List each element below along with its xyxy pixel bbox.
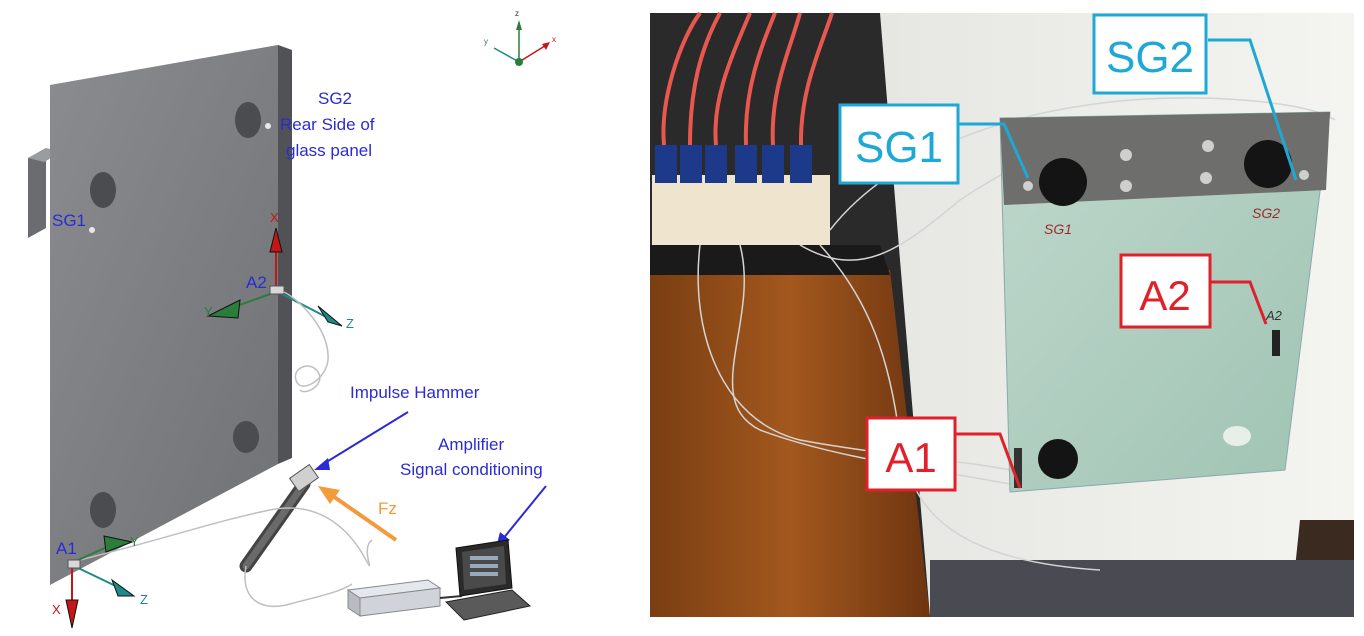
a1-callout: A1 — [865, 416, 957, 492]
sg2-callout-leader — [1208, 38, 1298, 181]
sg2-callout-text: SG2 — [1106, 33, 1194, 82]
knob — [1038, 439, 1078, 479]
knob — [1039, 158, 1087, 206]
handwritten-a2: A2 — [1265, 308, 1283, 323]
rear-side-label-line1: Rear Side of — [280, 115, 375, 134]
amplifier-box-icon — [346, 579, 442, 617]
glass-panel-side — [278, 45, 292, 464]
y-axis-arrow-icon — [103, 535, 134, 553]
z-axis-arrow-icon — [317, 305, 343, 327]
a1-callout-leader — [956, 432, 1022, 489]
a2-callout: A2 — [1119, 253, 1212, 329]
bolt — [1299, 170, 1309, 180]
force-arrowhead-icon — [318, 486, 340, 504]
panel-hole — [1223, 426, 1251, 446]
a1-callout-text: A1 — [885, 434, 936, 481]
a2-label: A2 — [246, 273, 267, 292]
a1-sensor — [1014, 448, 1022, 488]
a1-x-axis-label: X — [52, 602, 61, 617]
impulse-hammer-label: Impulse Hammer — [350, 383, 480, 402]
a2-callout-leader — [1210, 280, 1268, 325]
hammer-pointer-arrow — [319, 411, 409, 467]
accel-cable — [79, 507, 373, 567]
a2-x-axis-label: X — [270, 210, 279, 225]
triad-up-label: z — [515, 9, 519, 18]
knob — [1244, 140, 1292, 188]
triad-right-label: x — [552, 35, 556, 44]
a2-y-axis-label: Y — [204, 304, 213, 319]
sg1-sensor-dot — [89, 227, 95, 233]
red-cable — [688, 12, 722, 146]
sg2-callout: SG2 — [1092, 13, 1208, 95]
terminal-block — [652, 175, 830, 245]
connector-row — [655, 145, 812, 183]
amplifier-label-line1: Amplifier — [438, 435, 504, 454]
amplifier-label-line2: Signal conditioning — [400, 460, 543, 479]
bolt — [1120, 180, 1132, 192]
mount-hole — [90, 172, 116, 208]
bolt — [1023, 181, 1033, 191]
arrowhead-icon — [314, 458, 330, 470]
red-cable — [743, 12, 777, 146]
laptop-icon — [444, 539, 532, 621]
bolt — [1120, 149, 1132, 161]
mounting-bracket — [28, 148, 46, 238]
a1-z-axis-label: Z — [140, 592, 148, 607]
handwritten-sg2: SG2 — [1252, 205, 1280, 221]
sg2-label: SG2 — [318, 89, 352, 108]
a1-label: A1 — [56, 539, 77, 558]
force-arrow — [328, 492, 398, 542]
y-axis-arrow-icon — [206, 299, 241, 319]
amplifier-to-laptop-cable — [439, 595, 463, 599]
sg1-label: SG1 — [52, 211, 86, 230]
sg1-callout-text: SG1 — [855, 123, 943, 172]
red-cable — [661, 11, 702, 146]
triad-left-label: y — [484, 37, 488, 46]
bolt — [1202, 140, 1214, 152]
floor-strip — [930, 560, 1354, 617]
rear-side-label-line2: glass panel — [286, 141, 372, 160]
cad-diagram: SG2 Rear Side of glass panel SG1 X Y Z A… — [28, 9, 556, 629]
a2-axis-triad: X Y Z A2 — [204, 210, 354, 331]
photo-panel: SG1 SG2 A2 SG2 SG1 A2 A1 — [650, 11, 1354, 617]
amplifier-pointer-arrow — [501, 485, 547, 541]
a1-axis-triad: X Y Z A1 — [52, 534, 148, 629]
red-cable — [798, 12, 834, 146]
x-axis-arrow-icon — [65, 599, 79, 629]
mount-hole — [233, 421, 259, 453]
sg1-callout: SG1 — [838, 103, 960, 185]
handwritten-sg1: SG1 — [1044, 221, 1072, 237]
x-axis-arrow-icon — [269, 227, 283, 253]
cabinet-top-shadow — [650, 245, 890, 275]
mount-hole — [235, 102, 261, 138]
bolt — [1200, 172, 1212, 184]
impulse-hammer-icon — [239, 463, 320, 573]
mount-hole — [90, 492, 116, 528]
red-cable — [770, 12, 802, 146]
a2-callout-text: A2 — [1139, 272, 1190, 319]
a1-y-axis-label: Y — [130, 534, 139, 549]
sg2-sensor-dot — [265, 123, 271, 129]
z-axis-arrow-icon — [110, 578, 136, 597]
wooden-cabinet — [650, 270, 930, 617]
a2-sensor — [1272, 330, 1280, 356]
hammer-cable — [244, 565, 353, 608]
orientation-triad-icon: z y x — [484, 9, 556, 66]
force-label: Fz — [378, 499, 397, 518]
sg1-callout-leader — [958, 122, 1030, 179]
a2-sensor-cable — [283, 291, 329, 393]
a2-z-axis-label: Z — [346, 316, 354, 331]
red-cable — [713, 12, 752, 146]
